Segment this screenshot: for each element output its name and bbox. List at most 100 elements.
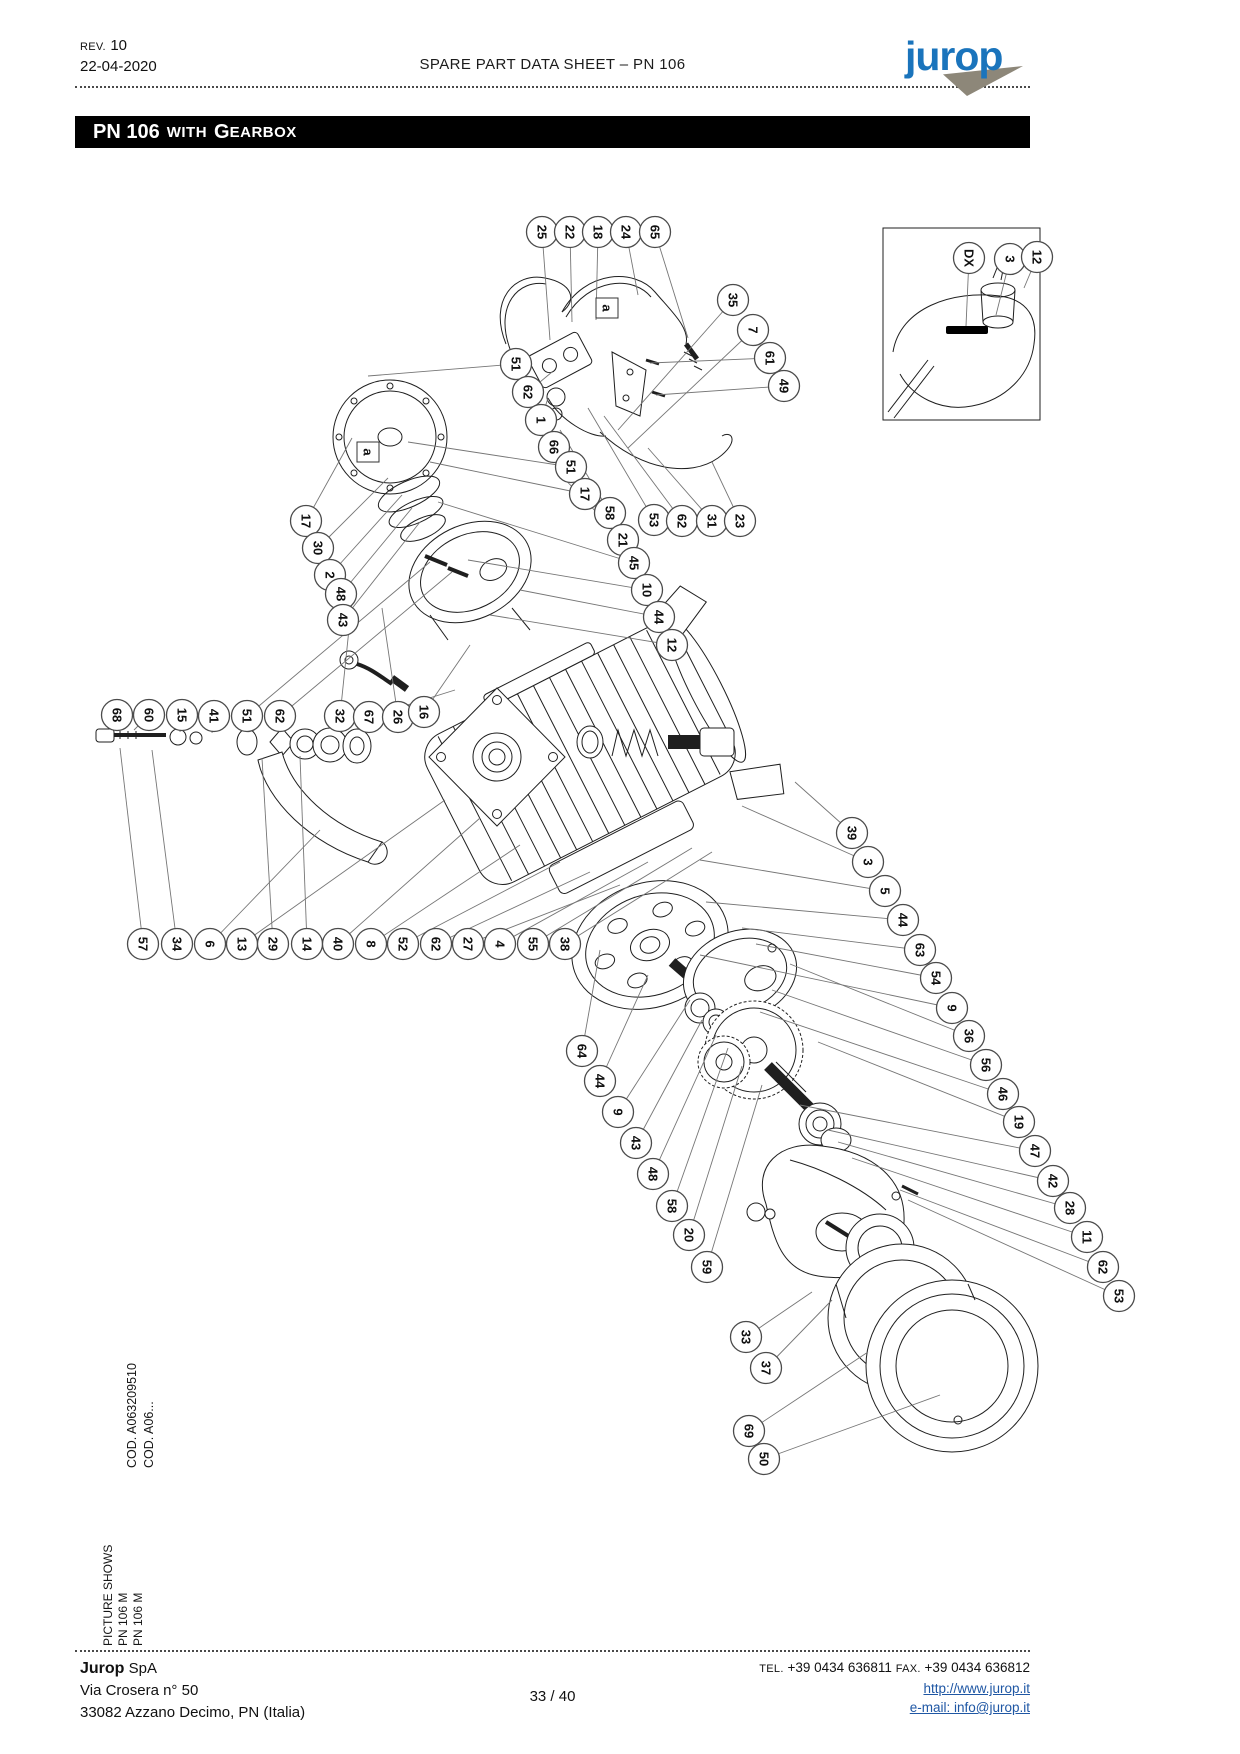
picture-shows-note: PICTURE SHOWS PN 106 M PN 106 M — [101, 1545, 146, 1646]
callout-26: 26 — [383, 702, 414, 733]
callout-29: 29 — [258, 929, 289, 960]
svg-text:19: 19 — [1011, 1115, 1026, 1129]
svg-text:56: 56 — [978, 1058, 993, 1072]
svg-text:17: 17 — [577, 487, 592, 501]
svg-text:9: 9 — [944, 1004, 959, 1011]
svg-text:48: 48 — [645, 1167, 660, 1181]
document-title: SPARE PART DATA SHEET – PN 106 — [419, 56, 686, 73]
tel-value: +39 0434 636811 — [787, 1660, 892, 1675]
callout-47: 47 — [1020, 1136, 1051, 1167]
svg-text:44: 44 — [592, 1074, 607, 1089]
svg-text:53: 53 — [1111, 1289, 1126, 1303]
callout-6: 6 — [195, 929, 226, 960]
callout-51: 51 — [232, 701, 263, 732]
website-link[interactable]: http://www.jurop.it — [923, 1681, 1030, 1696]
header-divider — [75, 86, 1030, 88]
callout-59: 59 — [692, 1252, 723, 1283]
svg-text:63: 63 — [912, 943, 927, 957]
svg-text:40: 40 — [330, 937, 345, 951]
svg-text:DX: DX — [961, 249, 976, 267]
callout-62: 62 — [513, 377, 544, 408]
svg-text:26: 26 — [390, 710, 405, 724]
tel-label: TEL. — [759, 1663, 784, 1675]
svg-text:1: 1 — [533, 416, 548, 423]
svg-text:37: 37 — [758, 1361, 773, 1375]
svg-text:39: 39 — [844, 826, 859, 840]
callout-17: 17 — [570, 479, 601, 510]
callout-42: 42 — [1038, 1166, 1069, 1197]
callout-62: 62 — [667, 506, 698, 537]
svg-text:46: 46 — [995, 1087, 1010, 1101]
code-note: COD. A063209510 COD. A06... — [124, 1363, 158, 1468]
svg-text:27: 27 — [460, 937, 475, 951]
svg-text:11: 11 — [1079, 1230, 1094, 1244]
svg-text:31: 31 — [704, 514, 719, 528]
svg-text:42: 42 — [1045, 1174, 1060, 1188]
tel-fax-line: TEL. +39 0434 636811 FAX. +39 0434 63681… — [600, 1658, 1030, 1679]
svg-text:3: 3 — [860, 858, 875, 865]
section-title-earbox: EARBOX — [229, 123, 297, 141]
svg-text:5: 5 — [877, 887, 892, 894]
svg-text:49: 49 — [776, 379, 791, 393]
svg-text:50: 50 — [756, 1452, 771, 1466]
svg-text:30: 30 — [310, 541, 325, 555]
callout-18: 18 — [583, 217, 614, 248]
callout-13: 13 — [227, 929, 258, 960]
svg-text:57: 57 — [135, 937, 150, 951]
callout-7: 7 — [738, 315, 769, 346]
svg-text:43: 43 — [335, 613, 350, 627]
svg-text:48: 48 — [333, 587, 348, 601]
model-line-1: PN 106 M — [116, 1592, 130, 1646]
callout-44: 44 — [644, 602, 675, 633]
svg-text:36: 36 — [961, 1029, 976, 1043]
a-reference-labels: aa — [357, 298, 618, 462]
callout-33: 33 — [731, 1322, 762, 1353]
fax-value: +39 0434 636812 — [924, 1660, 1030, 1675]
svg-text:7: 7 — [745, 326, 760, 333]
callout-17: 17 — [291, 506, 322, 537]
svg-text:24: 24 — [618, 225, 633, 240]
revision-block: REV. 10 22-04-2020 — [80, 36, 157, 76]
callout-64: 64 — [567, 1036, 598, 1067]
code-line-1: COD. A063209510 — [125, 1363, 139, 1468]
contact-block: TEL. +39 0434 636811 FAX. +39 0434 63681… — [600, 1658, 1030, 1717]
callout-15: 15 — [167, 700, 198, 731]
callout-31: 31 — [697, 506, 728, 537]
callout-34: 34 — [162, 929, 193, 960]
svg-text:3: 3 — [1002, 255, 1017, 262]
svg-text:60: 60 — [141, 708, 156, 722]
callout-44: 44 — [585, 1066, 616, 1097]
rev-label: REV. — [80, 41, 106, 53]
callout-23: 23 — [725, 506, 756, 537]
callout-62: 62 — [265, 701, 296, 732]
callout-43: 43 — [328, 605, 359, 636]
svg-text:68: 68 — [109, 708, 124, 722]
callout-4: 4 — [485, 929, 516, 960]
jurop-logo-text: jurop — [905, 33, 1003, 79]
dx-indicator-bar — [946, 326, 988, 334]
callout-5: 5 — [870, 876, 901, 907]
svg-text:15: 15 — [174, 708, 189, 722]
svg-text:10: 10 — [639, 583, 654, 597]
svg-text:43: 43 — [628, 1136, 643, 1150]
svg-text:2: 2 — [322, 571, 337, 578]
callout-55: 55 — [518, 929, 549, 960]
email-link[interactable]: e-mail: info@jurop.it — [909, 1700, 1030, 1715]
svg-text:13: 13 — [234, 937, 249, 951]
svg-text:51: 51 — [239, 709, 254, 723]
footer-divider — [75, 1650, 1030, 1652]
callout-40: 40 — [323, 929, 354, 960]
callout-53: 53 — [1104, 1281, 1135, 1312]
callout-10: 10 — [632, 575, 663, 606]
callout-32: 32 — [325, 701, 356, 732]
callout-62: 62 — [1088, 1252, 1119, 1283]
svg-text:17: 17 — [298, 514, 313, 528]
company-address-block: Jurop SpA Via Crosera n° 50 33082 Azzano… — [80, 1658, 305, 1724]
callout-39: 39 — [837, 818, 868, 849]
callout-27: 27 — [453, 929, 484, 960]
svg-text:52: 52 — [395, 937, 410, 951]
svg-text:54: 54 — [928, 971, 943, 986]
callout-12: 12 — [1022, 242, 1053, 273]
callout-60: 60 — [134, 700, 165, 731]
svg-text:29: 29 — [265, 937, 280, 951]
